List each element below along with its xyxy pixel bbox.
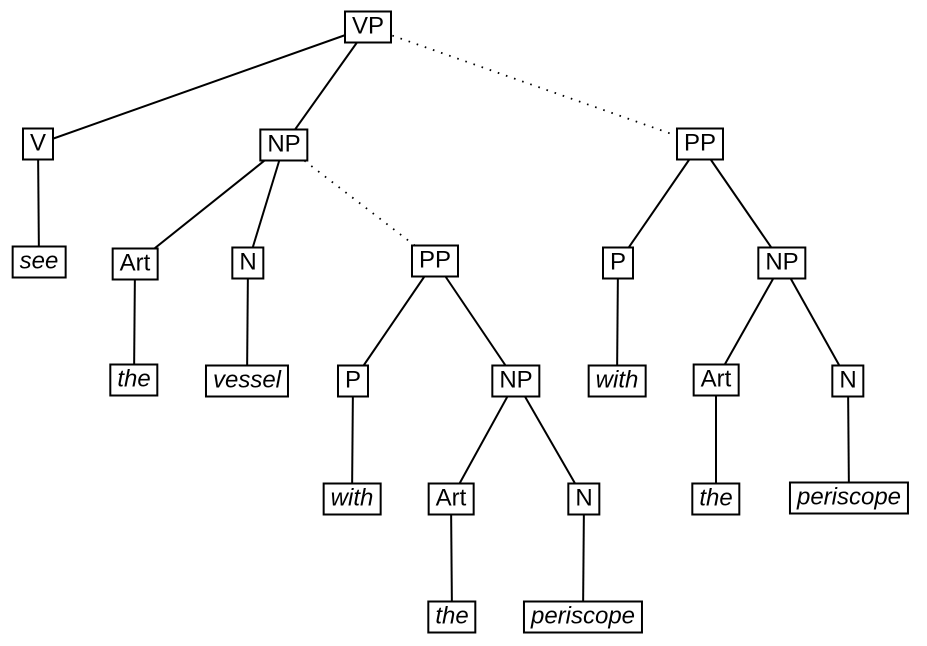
node-vp: VP <box>343 10 393 44</box>
node-n-obj: N <box>231 246 265 280</box>
edge-p-high-with-high <box>616 262 619 382</box>
node-pp-high: PP <box>675 127 725 161</box>
edge-np-obj-pp-low <box>283 144 436 262</box>
node-np-low: NP <box>491 364 541 398</box>
edge-n-obj-vessel <box>246 262 249 382</box>
node-with-high: with <box>587 364 647 398</box>
node-see: see <box>11 245 67 279</box>
edge-art-obj-the-obj <box>133 263 136 381</box>
edge-np-high-art-high <box>715 262 783 381</box>
node-periscope-high: periscope <box>788 481 910 515</box>
node-the-high: the <box>691 482 741 516</box>
node-v: V <box>21 127 55 161</box>
edge-n-low-periscope-low <box>582 498 585 618</box>
node-the-low: the <box>427 600 477 634</box>
edge-n-high-periscope-high <box>847 380 850 499</box>
edge-v-see <box>37 143 40 263</box>
node-p-low: P <box>336 364 370 398</box>
edge-np-obj-art-obj <box>134 144 285 265</box>
edge-art-low-the-low <box>450 498 453 618</box>
edge-vp-v <box>37 26 369 145</box>
node-art-low: Art <box>427 482 475 516</box>
edge-pp-low-np-low <box>434 260 517 382</box>
node-with-low: with <box>322 482 382 516</box>
node-vessel: vessel <box>204 364 290 398</box>
edge-p-low-with-low <box>351 380 354 500</box>
edge-vp-pp-high <box>367 26 701 145</box>
node-the-obj: the <box>109 363 159 397</box>
edge-vp-np-obj <box>283 26 369 146</box>
edge-pp-high-np-high <box>699 143 783 264</box>
edge-pp-low-p-low <box>352 260 436 382</box>
node-art-high: Art <box>692 363 740 397</box>
node-np-obj: NP <box>259 128 309 162</box>
node-pp-low: PP <box>410 244 460 278</box>
edge-np-low-art-low <box>450 380 517 500</box>
node-n-low: N <box>567 482 601 516</box>
node-np-high: NP <box>757 246 807 280</box>
edge-np-low-n-low <box>515 380 585 500</box>
node-p-high: P <box>601 246 635 280</box>
node-art-obj: Art <box>111 247 159 281</box>
node-periscope-low: periscope <box>522 600 644 634</box>
edge-pp-high-p-high <box>617 143 701 264</box>
edge-np-obj-n-obj <box>247 144 285 264</box>
edge-np-high-n-high <box>781 262 849 382</box>
node-n-high: N <box>831 364 865 398</box>
